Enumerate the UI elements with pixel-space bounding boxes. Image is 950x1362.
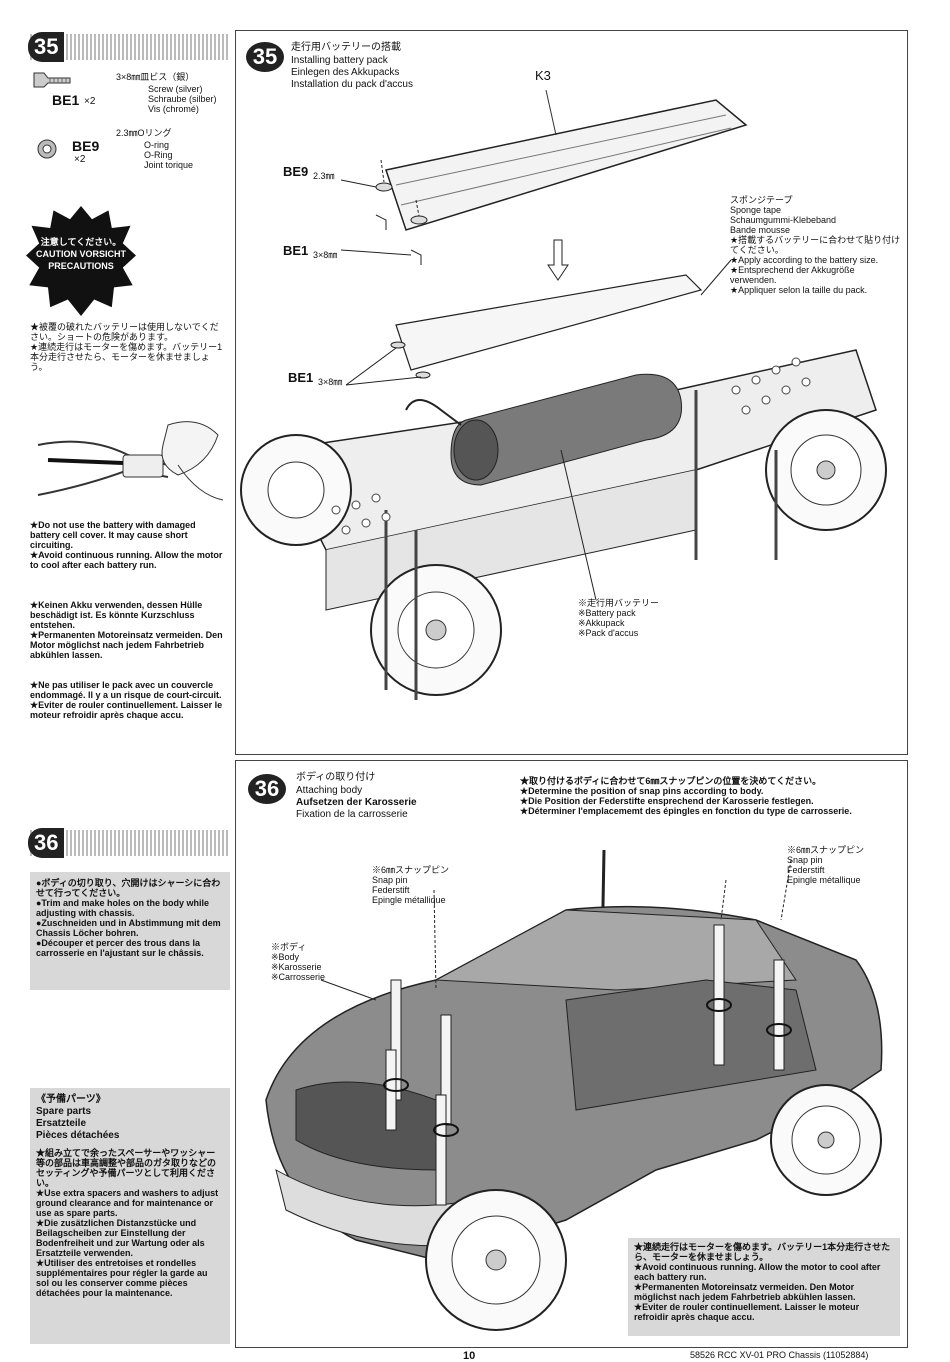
manual-reference: 58526 RCC XV-01 PRO Chassis (11052884): [690, 1350, 869, 1360]
step36-title-jp: ボディの取り付け: [296, 772, 376, 783]
step36-title-de: Aufsetzen der Karosserie: [296, 797, 417, 808]
part-be9-id: BE9: [72, 138, 100, 154]
step36-title-fr: Fixation de la carrosserie: [296, 809, 408, 820]
label-k3: K3: [535, 68, 551, 83]
step35-frame: [235, 30, 908, 755]
step36-trim-note: ●ボディの切り取り、穴開けはシャーシに合わせて行ってください。 ●Trim an…: [36, 878, 221, 958]
battery-installation-illustration: [240, 90, 887, 700]
sponge-tape-note: スポンジテープ Sponge tape Schaumgummi-Klebeban…: [730, 195, 901, 295]
step35-title-en: Installing battery pack: [291, 55, 388, 66]
label-be1-lower-size: 3×8㎜: [318, 377, 343, 387]
battery-pack-label: ※走行用バッテリー ※Battery pack ※Akkupack ※Pack …: [578, 598, 660, 638]
body-label: ※ボディ ※Body ※Karosserie ※Carrosserie: [271, 942, 326, 982]
label-be9: BE9: [283, 164, 309, 179]
step35-title-fr: Installation du pack d'accus: [291, 79, 413, 90]
caution-label: 注意してください。 CAUTION VORSICHT PRECAUTIONS: [36, 237, 126, 271]
warning-en: ★Do not use the battery with damaged bat…: [30, 520, 223, 570]
part-be1-spec: 3×8㎜皿ビス（銀）: [116, 72, 195, 82]
step35-side-number: 35: [28, 32, 65, 62]
part-be1-id: BE1: [52, 92, 80, 108]
step35-title-de: Einlegen des Akkupacks: [291, 67, 400, 78]
step36-title-en: Attaching body: [296, 785, 363, 796]
page-number: 10: [463, 1350, 476, 1362]
part-be9-spec: 2.3㎜Oリング: [116, 128, 172, 138]
snap-pin-position-note: ★取り付けるボディに合わせて6㎜スナップピンの位置を決めてください。 ★Dete…: [520, 776, 852, 816]
battery-hand-illustration: [37, 421, 224, 501]
label-be1-upper-size: 3×8㎜: [313, 250, 338, 260]
spare-parts-box: [30, 1088, 230, 1344]
o-ring-be9-icon: [37, 139, 57, 159]
warning-de: ★Keinen Akku verwenden, dessen Hülle bes…: [30, 600, 223, 660]
snap-pin-label-left: ※6㎜スナップピン Snap pin Federstift Epingle mé…: [372, 865, 450, 905]
spare-parts-text: ★組み立てで余ったスペーサーやワッシャー等の部品は車高調整や部品のガタ取りなどの…: [36, 1148, 219, 1298]
warning-jp: ★被覆の破れたバッテリーは使用しないでください。ショートの危険があります。 ★連…: [30, 322, 223, 372]
step36-side-number: 36: [28, 828, 65, 858]
step36-frame: [235, 760, 908, 1348]
part-be9-names: O-ring O-Ring Joint torique: [144, 140, 194, 170]
step35-title-jp: 走行用バッテリーの搭載: [291, 42, 401, 53]
part-be9-qty: ×2: [74, 154, 86, 165]
label-be1-lower: BE1: [288, 370, 314, 385]
spare-parts-title: 《予備パーツ》 Spare parts Ersatzteile Pièces d…: [36, 1094, 120, 1141]
step35-badge: 35: [246, 42, 284, 72]
motor-note-box: [628, 1238, 900, 1336]
step36-badge: 36: [248, 774, 286, 804]
warning-fr: ★Ne pas utiliser le pack avec un couverc…: [30, 680, 223, 720]
part-be1-names: Screw (silver) Schraube (silber) Vis (ch…: [148, 84, 217, 114]
motor-cooling-note: ★連続走行はモーターを傷めます。バッテリー1本分走行させたら、モーターを休ませま…: [634, 1242, 891, 1322]
label-be1-upper: BE1: [283, 243, 309, 258]
snap-pin-label-right: ※6㎜スナップピン Snap pin Federstift Epingle mé…: [787, 845, 865, 885]
step36-note-box: [30, 872, 230, 990]
label-be9-size: 2.3㎜: [313, 171, 335, 181]
screw-be1-icon: [33, 72, 71, 88]
body-attachment-illustration: [265, 849, 883, 1331]
part-be1-qty: ×2: [84, 96, 96, 107]
